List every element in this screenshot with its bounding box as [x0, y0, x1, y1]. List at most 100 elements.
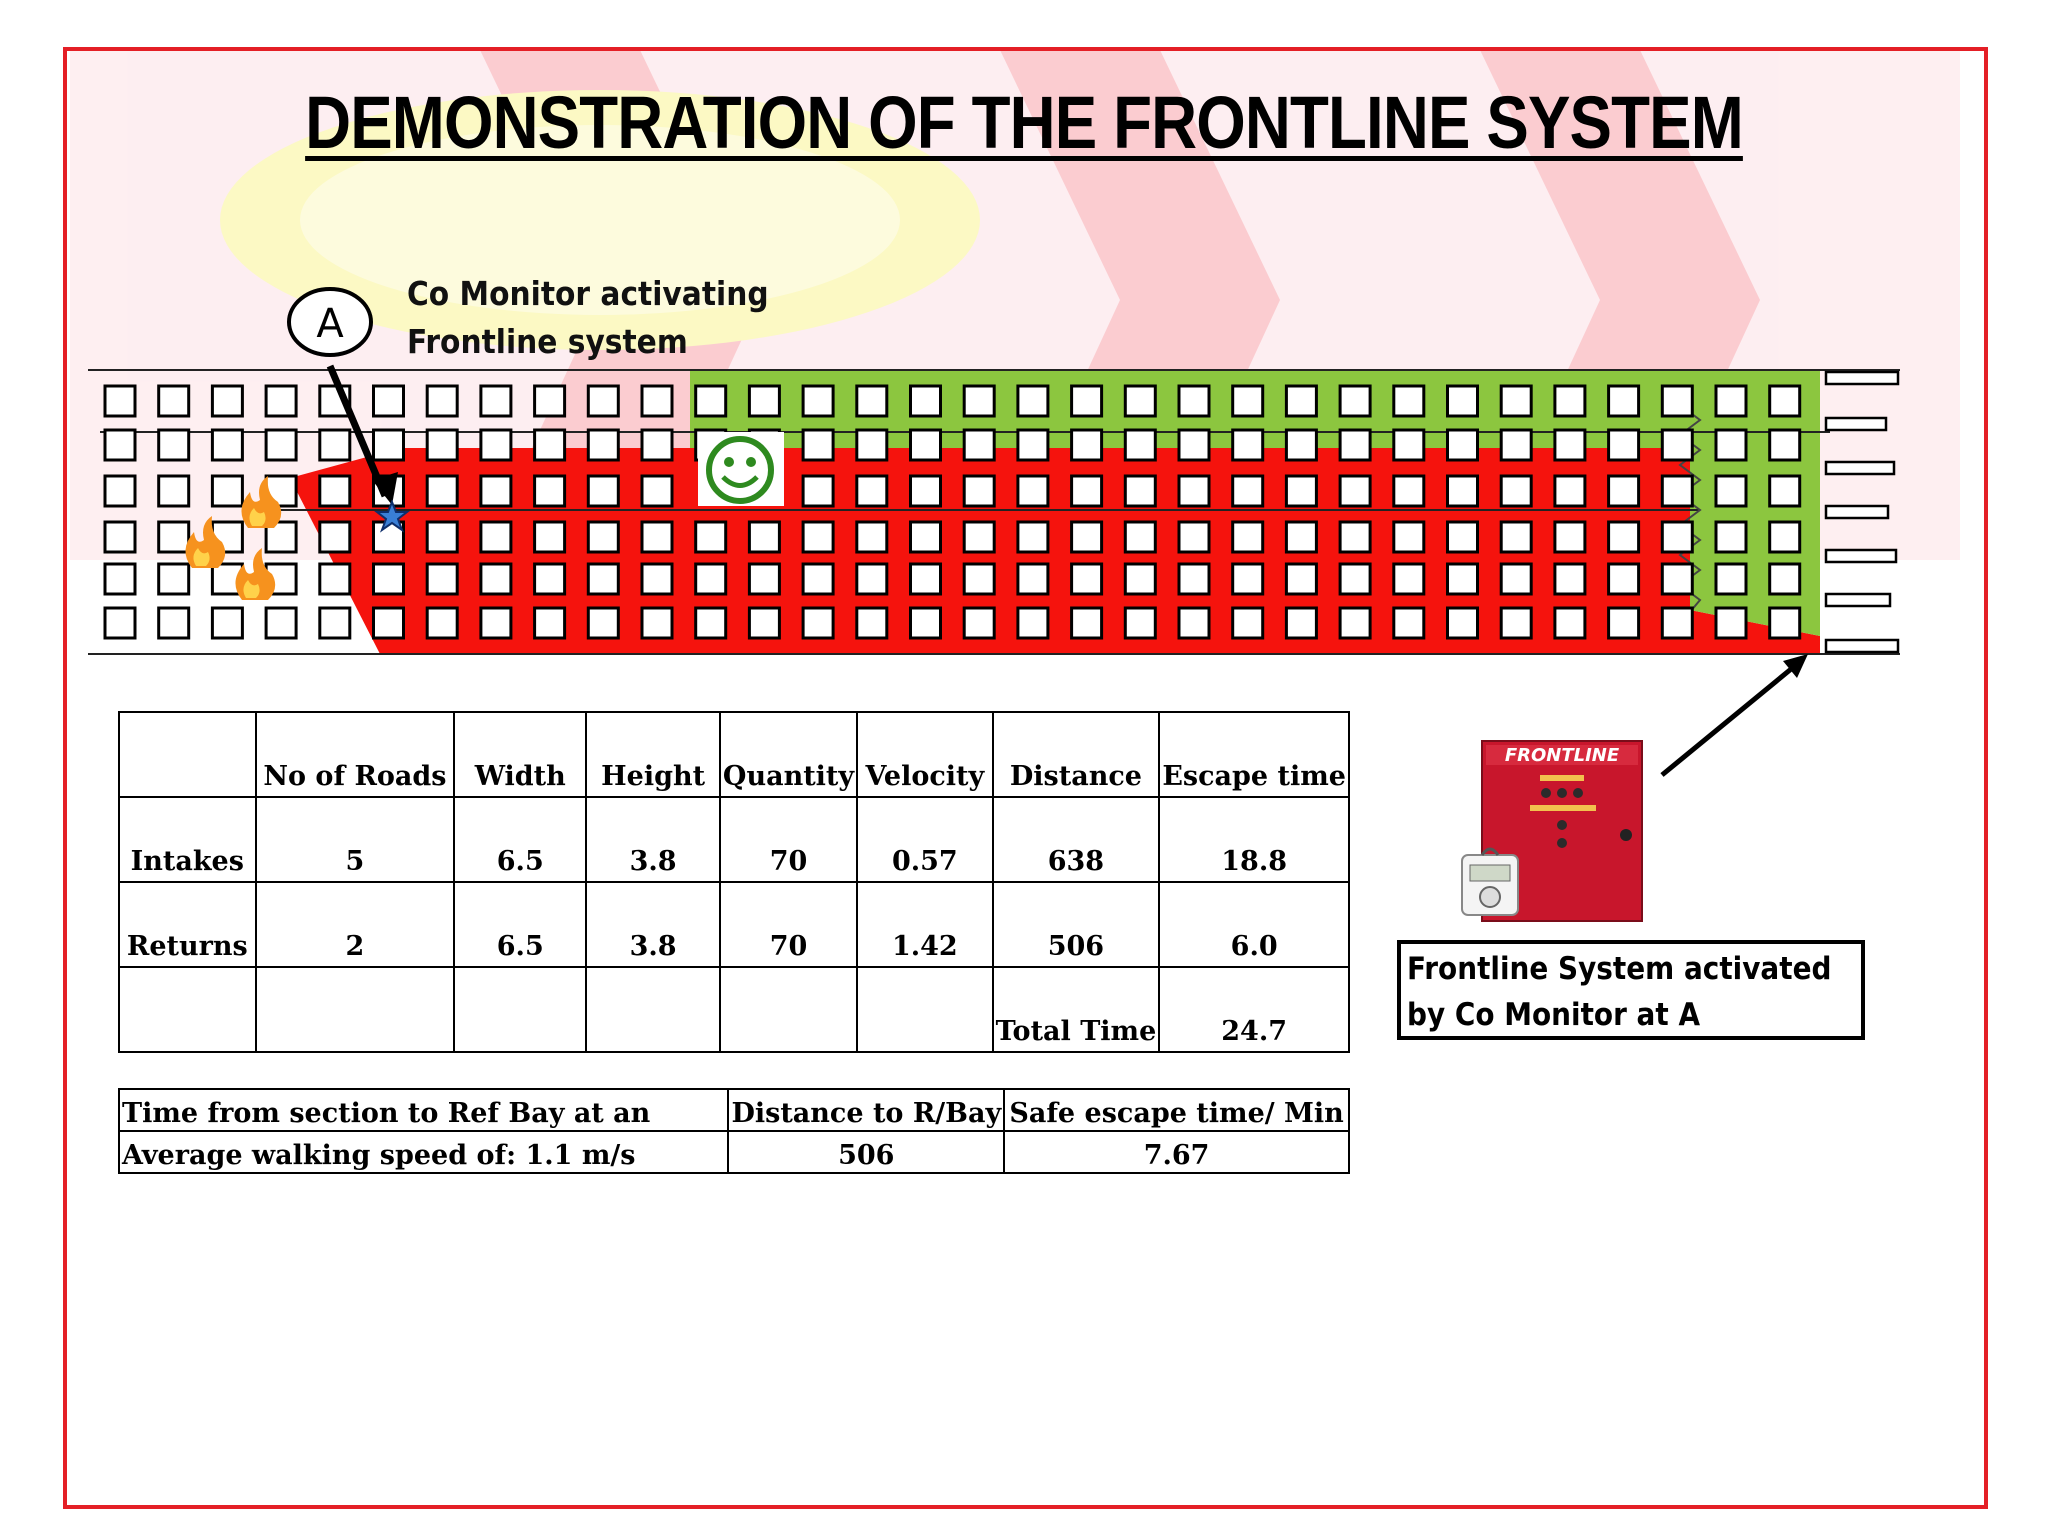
pillar — [1714, 606, 1748, 640]
pillar — [640, 520, 674, 554]
pillar — [1392, 428, 1426, 462]
pillar — [640, 606, 674, 640]
pillar — [747, 562, 781, 596]
pillar — [103, 606, 137, 640]
pillar — [1392, 474, 1426, 508]
pillar — [855, 384, 889, 418]
pillar — [909, 384, 942, 418]
pillar — [586, 520, 620, 554]
pillar — [1016, 562, 1050, 596]
table-row: Average walking speed of: 1.1 m/s 506 7.… — [117, 1130, 1350, 1174]
header-cell: Height — [585, 711, 721, 798]
pillar — [1553, 428, 1587, 462]
table-cell: 506 — [991, 881, 1161, 968]
pillar — [1177, 474, 1211, 508]
header-cell: Width — [453, 711, 588, 798]
pillar — [1070, 384, 1104, 418]
pillar — [1016, 520, 1050, 554]
table-cell: Intakes — [118, 796, 257, 883]
pillar — [1123, 606, 1157, 640]
header-cell: Velocity — [856, 711, 994, 798]
pillar — [1177, 562, 1211, 596]
pillar — [1660, 606, 1694, 640]
caption-line-2: by Co Monitor at A — [1407, 997, 1701, 1033]
pillar — [425, 606, 459, 640]
pillar — [157, 606, 191, 640]
pillar — [1499, 520, 1533, 554]
table-cell: 2 — [254, 881, 456, 968]
pillar — [1338, 606, 1372, 640]
table-cell: 0.57 — [856, 796, 994, 883]
pillar — [909, 606, 942, 640]
callout-line-2: Frontline system — [407, 322, 688, 361]
pillar — [1768, 520, 1802, 554]
pillar — [1070, 474, 1104, 508]
pillar — [747, 606, 781, 640]
pillar — [1499, 562, 1533, 596]
slide-border — [63, 47, 1988, 1509]
pillar — [855, 428, 889, 462]
pillar — [801, 520, 835, 554]
table-row: Total Time 24.7 — [118, 966, 1350, 1053]
pillar — [372, 384, 405, 418]
pillar — [479, 520, 513, 554]
pillar — [909, 474, 942, 508]
table-cell: 1.42 — [856, 881, 994, 968]
pillar — [1446, 562, 1479, 596]
pillar — [157, 428, 191, 462]
pillar — [210, 474, 244, 508]
pillar — [1016, 606, 1050, 640]
pillar — [425, 474, 459, 508]
pillar — [1446, 384, 1479, 418]
pillar — [640, 428, 674, 462]
pillar-grid — [103, 384, 1802, 640]
pillar — [103, 428, 137, 462]
pillar — [1607, 562, 1641, 596]
table-cell: 70 — [718, 796, 859, 883]
pillar — [425, 428, 459, 462]
caption-box: Frontline System activated by Co Monitor… — [1397, 940, 1865, 1040]
pillar — [1607, 474, 1641, 508]
pillar — [1338, 562, 1372, 596]
table-cell — [453, 966, 588, 1053]
pillar — [909, 562, 942, 596]
pillar — [1338, 474, 1372, 508]
walking-time-table: Time from section to Ref Bay at an Dista… — [117, 1088, 1350, 1174]
pillar — [1714, 428, 1748, 462]
pillar — [318, 474, 352, 508]
pillar — [1607, 606, 1641, 640]
title-text: DEMONSTRATION OF THE FRONTLINE SYSTEM — [305, 81, 1744, 164]
pillar — [372, 428, 405, 462]
pillar — [1070, 428, 1104, 462]
pillar — [962, 606, 996, 640]
pillar — [909, 428, 942, 462]
pillar — [747, 520, 781, 554]
pillar — [1499, 474, 1533, 508]
table-cell: Safe escape time/ Min — [1003, 1088, 1350, 1132]
pillar — [1016, 428, 1050, 462]
pillar — [1768, 562, 1802, 596]
pillar — [1446, 428, 1479, 462]
pillar — [747, 384, 781, 418]
pillar — [479, 474, 513, 508]
pillar — [1392, 520, 1426, 554]
table-header-row: No of Roads Width Height Quantity Veloci… — [118, 711, 1350, 798]
pillar — [1660, 474, 1694, 508]
pillar — [210, 428, 244, 462]
pillar — [801, 384, 835, 418]
marker-a-label: A — [316, 301, 344, 347]
pillar — [1070, 562, 1104, 596]
danger-zone — [290, 448, 1820, 654]
fire-icon — [241, 476, 282, 528]
pillar — [533, 474, 567, 508]
table-cell: 5 — [254, 796, 456, 883]
table-row: Returns 2 6.5 3.8 70 1.42 506 6.0 — [118, 881, 1350, 968]
pillar — [372, 562, 405, 596]
pillar — [1177, 428, 1211, 462]
pillar — [1768, 428, 1802, 462]
header-cell: Distance — [991, 711, 1161, 798]
header-cell: Quantity — [718, 711, 859, 798]
table-cell: 3.8 — [585, 796, 721, 883]
pillar — [855, 520, 889, 554]
pillar — [318, 606, 352, 640]
